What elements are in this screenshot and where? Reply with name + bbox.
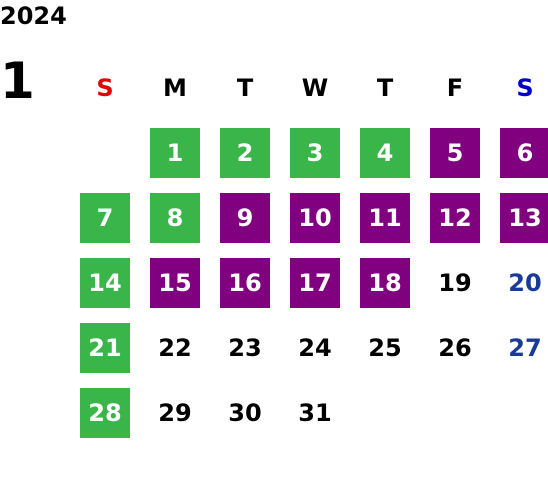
day-number: 3 [290, 127, 340, 178]
day-cell[interactable]: 26 [420, 315, 490, 380]
day-number: 13 [500, 192, 548, 243]
day-number: 4 [360, 127, 410, 178]
weekday-header-friday: F [446, 73, 464, 102]
day-cell[interactable]: 12 [420, 185, 490, 250]
day-cell[interactable]: 29 [140, 380, 210, 445]
day-number: 8 [150, 192, 200, 243]
weekday-header-wednesday: W [301, 73, 329, 102]
day-number: 18 [360, 257, 410, 308]
empty-day-cell [420, 380, 490, 445]
day-cell[interactable]: 13 [490, 185, 548, 250]
day-cell[interactable]: 1 [140, 120, 210, 185]
day-cell[interactable]: 31 [280, 380, 350, 445]
day-number: 17 [290, 257, 340, 308]
day-cell[interactable]: 18 [350, 250, 420, 315]
day-cell[interactable]: 5 [420, 120, 490, 185]
day-cell[interactable]: 19 [420, 250, 490, 315]
day-number: 7 [80, 192, 130, 243]
day-number: 12 [430, 192, 480, 243]
day-number: 22 [158, 333, 192, 362]
day-number: 2 [220, 127, 270, 178]
day-cell[interactable]: 22 [140, 315, 210, 380]
day-number: 25 [368, 333, 402, 362]
day-number: 31 [298, 398, 332, 427]
day-cell[interactable]: 24 [280, 315, 350, 380]
day-cell[interactable]: 10 [280, 185, 350, 250]
weekday-header-sunday: S [96, 73, 114, 102]
day-number: 1 [150, 127, 200, 178]
day-cell[interactable]: 15 [140, 250, 210, 315]
day-number: 11 [360, 192, 410, 243]
day-number: 26 [438, 333, 472, 362]
empty-day-cell [350, 380, 420, 445]
day-cell[interactable]: 3 [280, 120, 350, 185]
day-number: 27 [508, 333, 542, 362]
day-number: 10 [290, 192, 340, 243]
day-cell[interactable]: 30 [210, 380, 280, 445]
day-number: 30 [228, 398, 262, 427]
calendar-month: 1 [0, 52, 35, 110]
day-cell[interactable]: 6 [490, 120, 548, 185]
day-number: 16 [220, 257, 270, 308]
day-number: 28 [80, 387, 130, 438]
day-number: 14 [80, 257, 130, 308]
day-cell[interactable]: 25 [350, 315, 420, 380]
day-cell[interactable]: 9 [210, 185, 280, 250]
day-cell[interactable]: 21 [70, 315, 140, 380]
calendar-year: 2024 [0, 2, 67, 30]
weekday-header-tuesday: T [236, 73, 254, 102]
day-number: 6 [500, 127, 548, 178]
day-cell[interactable]: 27 [490, 315, 548, 380]
day-number: 5 [430, 127, 480, 178]
day-cell[interactable]: 20 [490, 250, 548, 315]
day-number: 24 [298, 333, 332, 362]
day-cell[interactable]: 7 [70, 185, 140, 250]
empty-day-cell [70, 120, 140, 185]
day-number: 9 [220, 192, 270, 243]
day-cell[interactable]: 11 [350, 185, 420, 250]
day-number: 20 [508, 268, 542, 297]
weekday-header-thursday: T [376, 73, 394, 102]
day-cell[interactable]: 4 [350, 120, 420, 185]
day-number: 15 [150, 257, 200, 308]
day-cell[interactable]: 2 [210, 120, 280, 185]
day-cell[interactable]: 16 [210, 250, 280, 315]
empty-day-cell [490, 380, 548, 445]
day-number: 29 [158, 398, 192, 427]
day-number: 19 [438, 268, 472, 297]
day-cell[interactable]: 23 [210, 315, 280, 380]
day-number: 21 [80, 322, 130, 373]
day-number: 23 [228, 333, 262, 362]
weekday-header-monday: M [163, 73, 187, 102]
day-cell[interactable]: 28 [70, 380, 140, 445]
day-cell[interactable]: 8 [140, 185, 210, 250]
day-cell[interactable]: 17 [280, 250, 350, 315]
weekday-header-saturday: S [516, 73, 534, 102]
day-cell[interactable]: 14 [70, 250, 140, 315]
